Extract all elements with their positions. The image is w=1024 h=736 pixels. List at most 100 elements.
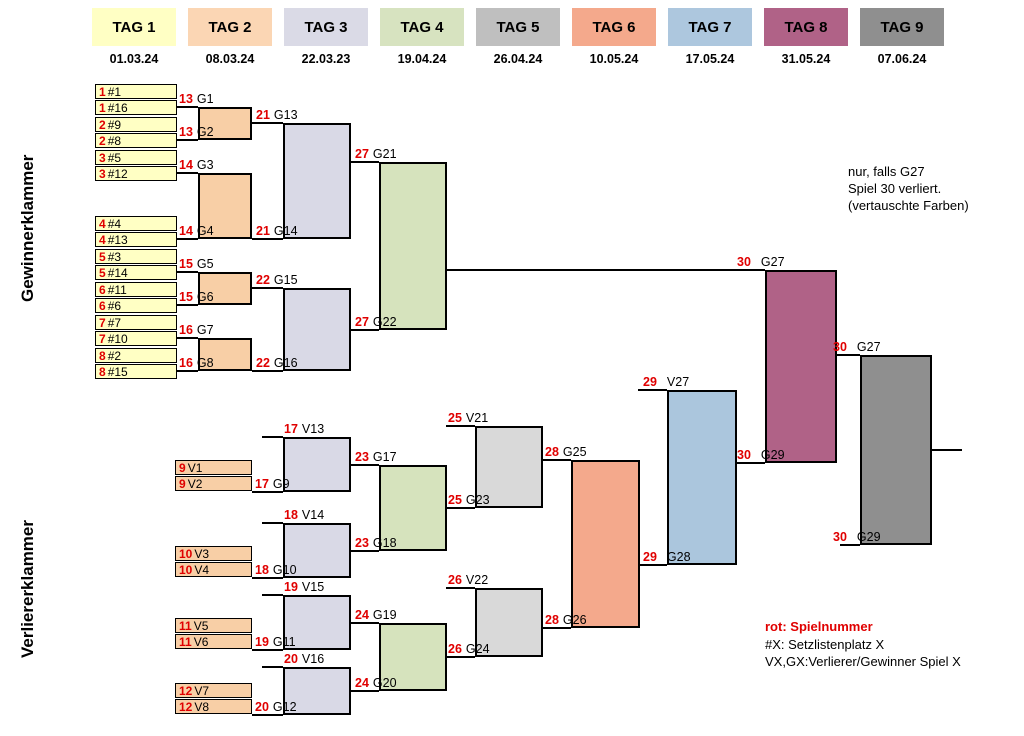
team-name: V3 — [194, 546, 210, 561]
game-number: 14 — [179, 158, 193, 172]
game-number: 20 — [284, 652, 298, 666]
team-name: #5 — [107, 150, 122, 165]
participant: G15 — [273, 273, 298, 287]
match-box-game25 — [475, 426, 543, 508]
match-box-game30-reset — [860, 355, 932, 545]
game-number: 26 — [448, 642, 462, 656]
game-number: 20 — [255, 700, 269, 714]
team-name: #16 — [107, 100, 128, 115]
match-box-game30 — [765, 270, 837, 463]
game-number: 2 — [99, 133, 106, 148]
participant: G16 — [273, 356, 298, 370]
game-number: 6 — [99, 298, 106, 313]
game-number: 16 — [179, 356, 193, 370]
game-number: 16 — [179, 323, 193, 337]
team-name: #11 — [107, 282, 127, 297]
team-box-seed12: 3#12 — [95, 166, 177, 181]
team-name: #9 — [107, 117, 122, 132]
game-number: 14 — [179, 224, 193, 238]
legend-line: VX,GX:Verlierer/Gewinner Spiel X — [765, 654, 961, 669]
game-number: 3 — [99, 150, 106, 165]
game-number: 8 — [99, 364, 106, 379]
team-name: #3 — [107, 249, 122, 264]
participant: G28 — [666, 550, 691, 564]
team-name: V6 — [193, 634, 209, 649]
game-number: 19 — [255, 635, 269, 649]
match-box-game24 — [379, 623, 447, 691]
match-box-game18 — [283, 523, 351, 578]
team-box-seed14: 5#14 — [95, 265, 177, 280]
team-box-seed9: 2#9 — [95, 117, 177, 132]
match-box-game27 — [379, 162, 447, 330]
reset-note-line: Spiel 30 verliert. — [848, 181, 942, 196]
match-box-game28 — [571, 460, 640, 628]
match-box-game26 — [475, 588, 543, 657]
match-box-game16 — [198, 338, 252, 371]
winner-bracket-label: Gewinnerklammer — [18, 154, 37, 302]
participant: G21 — [372, 147, 397, 161]
team-name: #12 — [107, 166, 128, 181]
game-number: 1 — [99, 84, 106, 99]
participant: G12 — [272, 700, 297, 714]
day-date: 07.06.24 — [877, 52, 927, 66]
team-name: #6 — [107, 298, 122, 313]
participant: G14 — [273, 224, 298, 238]
participant: V21 — [465, 411, 489, 425]
participant: G19 — [372, 608, 397, 622]
participant: V15 — [301, 580, 325, 594]
game-number: 15 — [179, 290, 193, 304]
team-name: #8 — [107, 133, 122, 148]
game-number: 30 — [833, 340, 847, 354]
day-date: 10.05.24 — [589, 52, 639, 66]
game-number: 7 — [99, 315, 106, 330]
team-name: #2 — [107, 348, 122, 363]
participant: G26 — [562, 613, 587, 627]
day-date: 01.03.24 — [109, 52, 159, 66]
game-number: 10 — [179, 562, 193, 577]
day-header: TAG 4 — [380, 8, 464, 46]
day-header: TAG 6 — [572, 8, 656, 46]
game-number: 10 — [179, 546, 193, 561]
day-header: TAG 5 — [476, 8, 560, 46]
participant: G4 — [196, 224, 214, 238]
day-date: 17.05.24 — [685, 52, 735, 66]
game-number: 5 — [99, 249, 106, 264]
participant: G2 — [196, 125, 214, 139]
team-box-seed5: 3#5 — [95, 150, 177, 165]
game-number: 19 — [284, 580, 298, 594]
participant: G3 — [196, 158, 214, 172]
day-date: 19.04.24 — [397, 52, 447, 66]
game-number: 25 — [448, 411, 462, 425]
game-number: 21 — [256, 224, 270, 238]
day-header: TAG 8 — [764, 8, 848, 46]
game-number: 23 — [355, 536, 369, 550]
day-header: TAG 9 — [860, 8, 944, 46]
team-name: #15 — [107, 364, 128, 379]
game-number: 11 — [179, 634, 192, 649]
participant: G10 — [272, 563, 297, 577]
participant: G27 — [856, 340, 881, 354]
game-number: 13 — [179, 92, 193, 106]
game-number: 9 — [179, 460, 186, 475]
team-box-seed16: 1#16 — [95, 100, 177, 115]
participant: G23 — [465, 493, 490, 507]
game-number: 8 — [99, 348, 106, 363]
